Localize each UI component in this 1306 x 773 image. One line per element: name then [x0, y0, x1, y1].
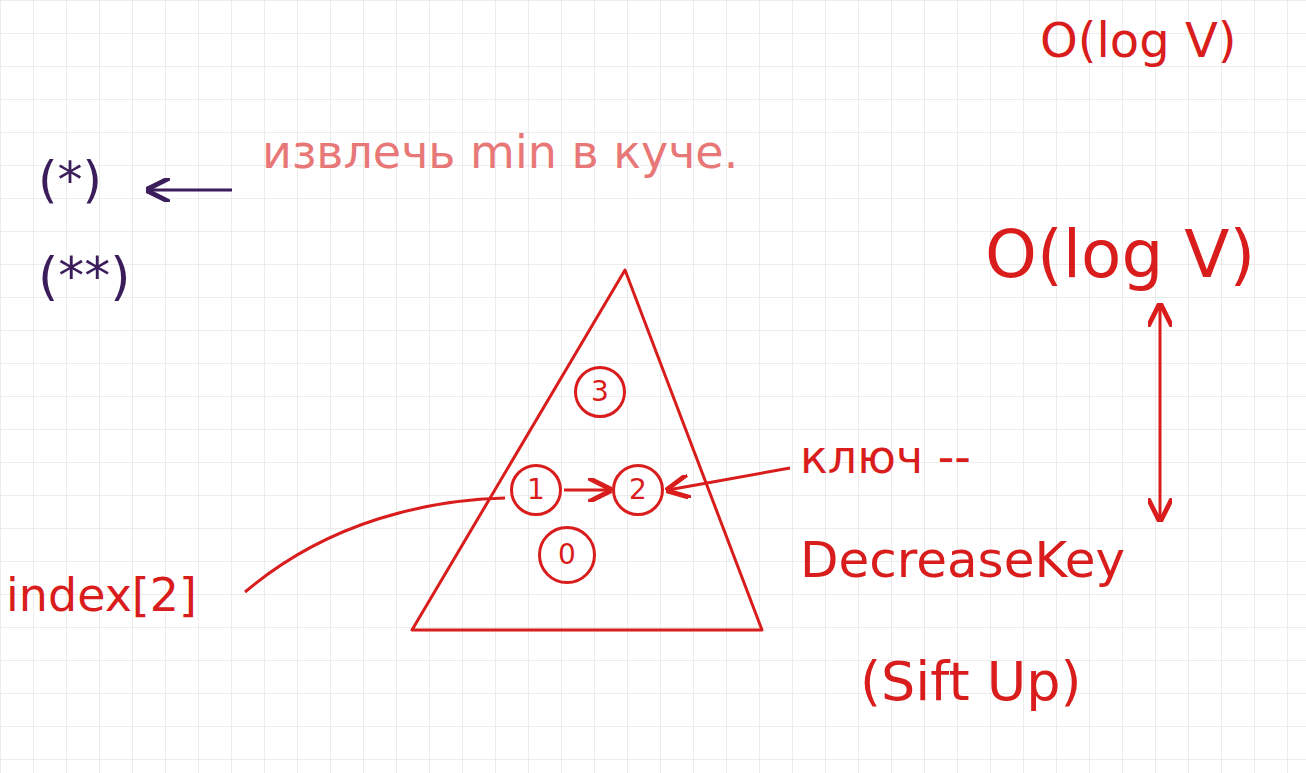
left-arrow — [148, 189, 232, 192]
complexity-note: O(log V) — [985, 215, 1255, 294]
heap-node: 1 — [510, 464, 562, 516]
heap-node: 0 — [538, 526, 596, 584]
step-note: извлечь min в куче. — [262, 125, 738, 180]
operation-label: DecreaseKey — [800, 530, 1125, 590]
heap-swap-arrow — [564, 489, 610, 492]
heap-node: 3 — [574, 366, 626, 418]
node-number: 0 — [558, 541, 576, 569]
double-arrow — [1159, 305, 1162, 520]
heap-triangle — [412, 270, 762, 630]
pointer-arrow — [668, 468, 790, 490]
index-label: index[2] — [6, 568, 197, 623]
operation-label: (Sift Up) — [860, 650, 1082, 715]
node-number: 3 — [591, 378, 609, 406]
node-number: 1 — [527, 476, 545, 504]
node-number: 2 — [629, 476, 647, 504]
heap-node: 2 — [612, 464, 664, 516]
complexity-note: O(log V) — [1040, 12, 1237, 70]
leader-line — [245, 498, 505, 592]
note-label: ключ -- — [800, 430, 971, 485]
step-marker: (*) — [38, 150, 102, 210]
step-marker: (**) — [38, 245, 131, 307]
